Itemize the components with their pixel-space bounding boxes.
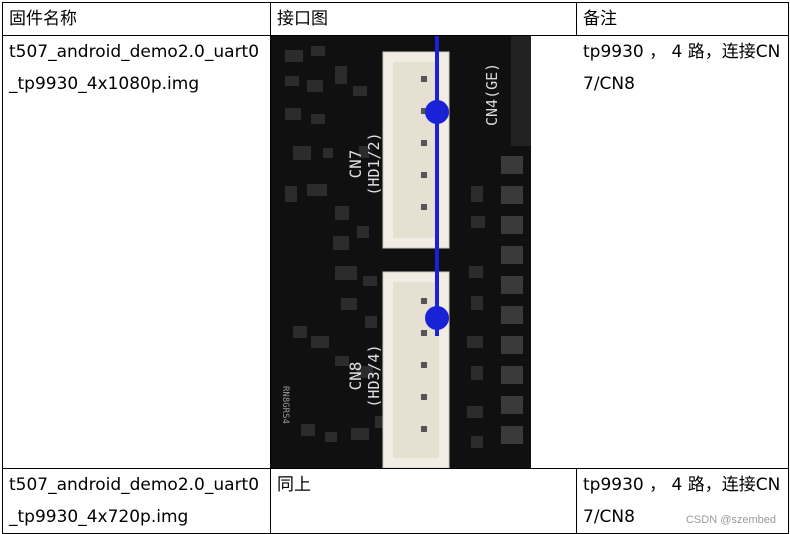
table-header-row: 固件名称 接口图 备注 bbox=[2, 2, 789, 36]
remark-cell: tp9930 ， 4 路，连接CN7/CN8 bbox=[576, 468, 789, 534]
chip-label: RN8GRS4 bbox=[280, 386, 290, 424]
marker-dot-cn8 bbox=[425, 306, 449, 330]
cn7-connector bbox=[382, 51, 450, 249]
interface-diagram-cell: CN4(GE) bbox=[270, 35, 577, 469]
cn8-label: CN8 bbox=[346, 362, 365, 391]
cn7-label: CN7 bbox=[346, 150, 365, 179]
cn8-sub-label: (HD3/4) bbox=[365, 344, 383, 407]
pin-header bbox=[501, 156, 523, 444]
cn4-label: CN4(GE) bbox=[483, 63, 501, 126]
interface-diagram-cell: 同上 bbox=[270, 468, 577, 534]
cn7-sub-label: (HD1/2) bbox=[365, 132, 383, 195]
header-interface-diagram: 接口图 bbox=[270, 2, 577, 36]
cn4-connector bbox=[511, 36, 531, 146]
header-remark: 备注 bbox=[576, 2, 789, 36]
firmware-name-cell: t507_android_demo2.0_uart0_tp9930_4x720p… bbox=[2, 468, 271, 534]
remark-cell: tp9930 ， 4 路，连接CN7/CN8 bbox=[576, 35, 789, 469]
cn8-connector bbox=[382, 271, 450, 468]
table-row: t507_android_demo2.0_uart0_tp9930_4x1080… bbox=[2, 35, 789, 469]
marker-dot-cn7 bbox=[425, 100, 449, 124]
firmware-name-cell: t507_android_demo2.0_uart0_tp9930_4x1080… bbox=[2, 35, 271, 469]
header-firmware-name: 固件名称 bbox=[2, 2, 271, 36]
table-row: t507_android_demo2.0_uart0_tp9930_4x720p… bbox=[2, 468, 789, 534]
smd-components bbox=[285, 46, 485, 448]
watermark: CSDN @szembed bbox=[685, 514, 776, 526]
board-photo: CN4(GE) bbox=[271, 36, 577, 468]
